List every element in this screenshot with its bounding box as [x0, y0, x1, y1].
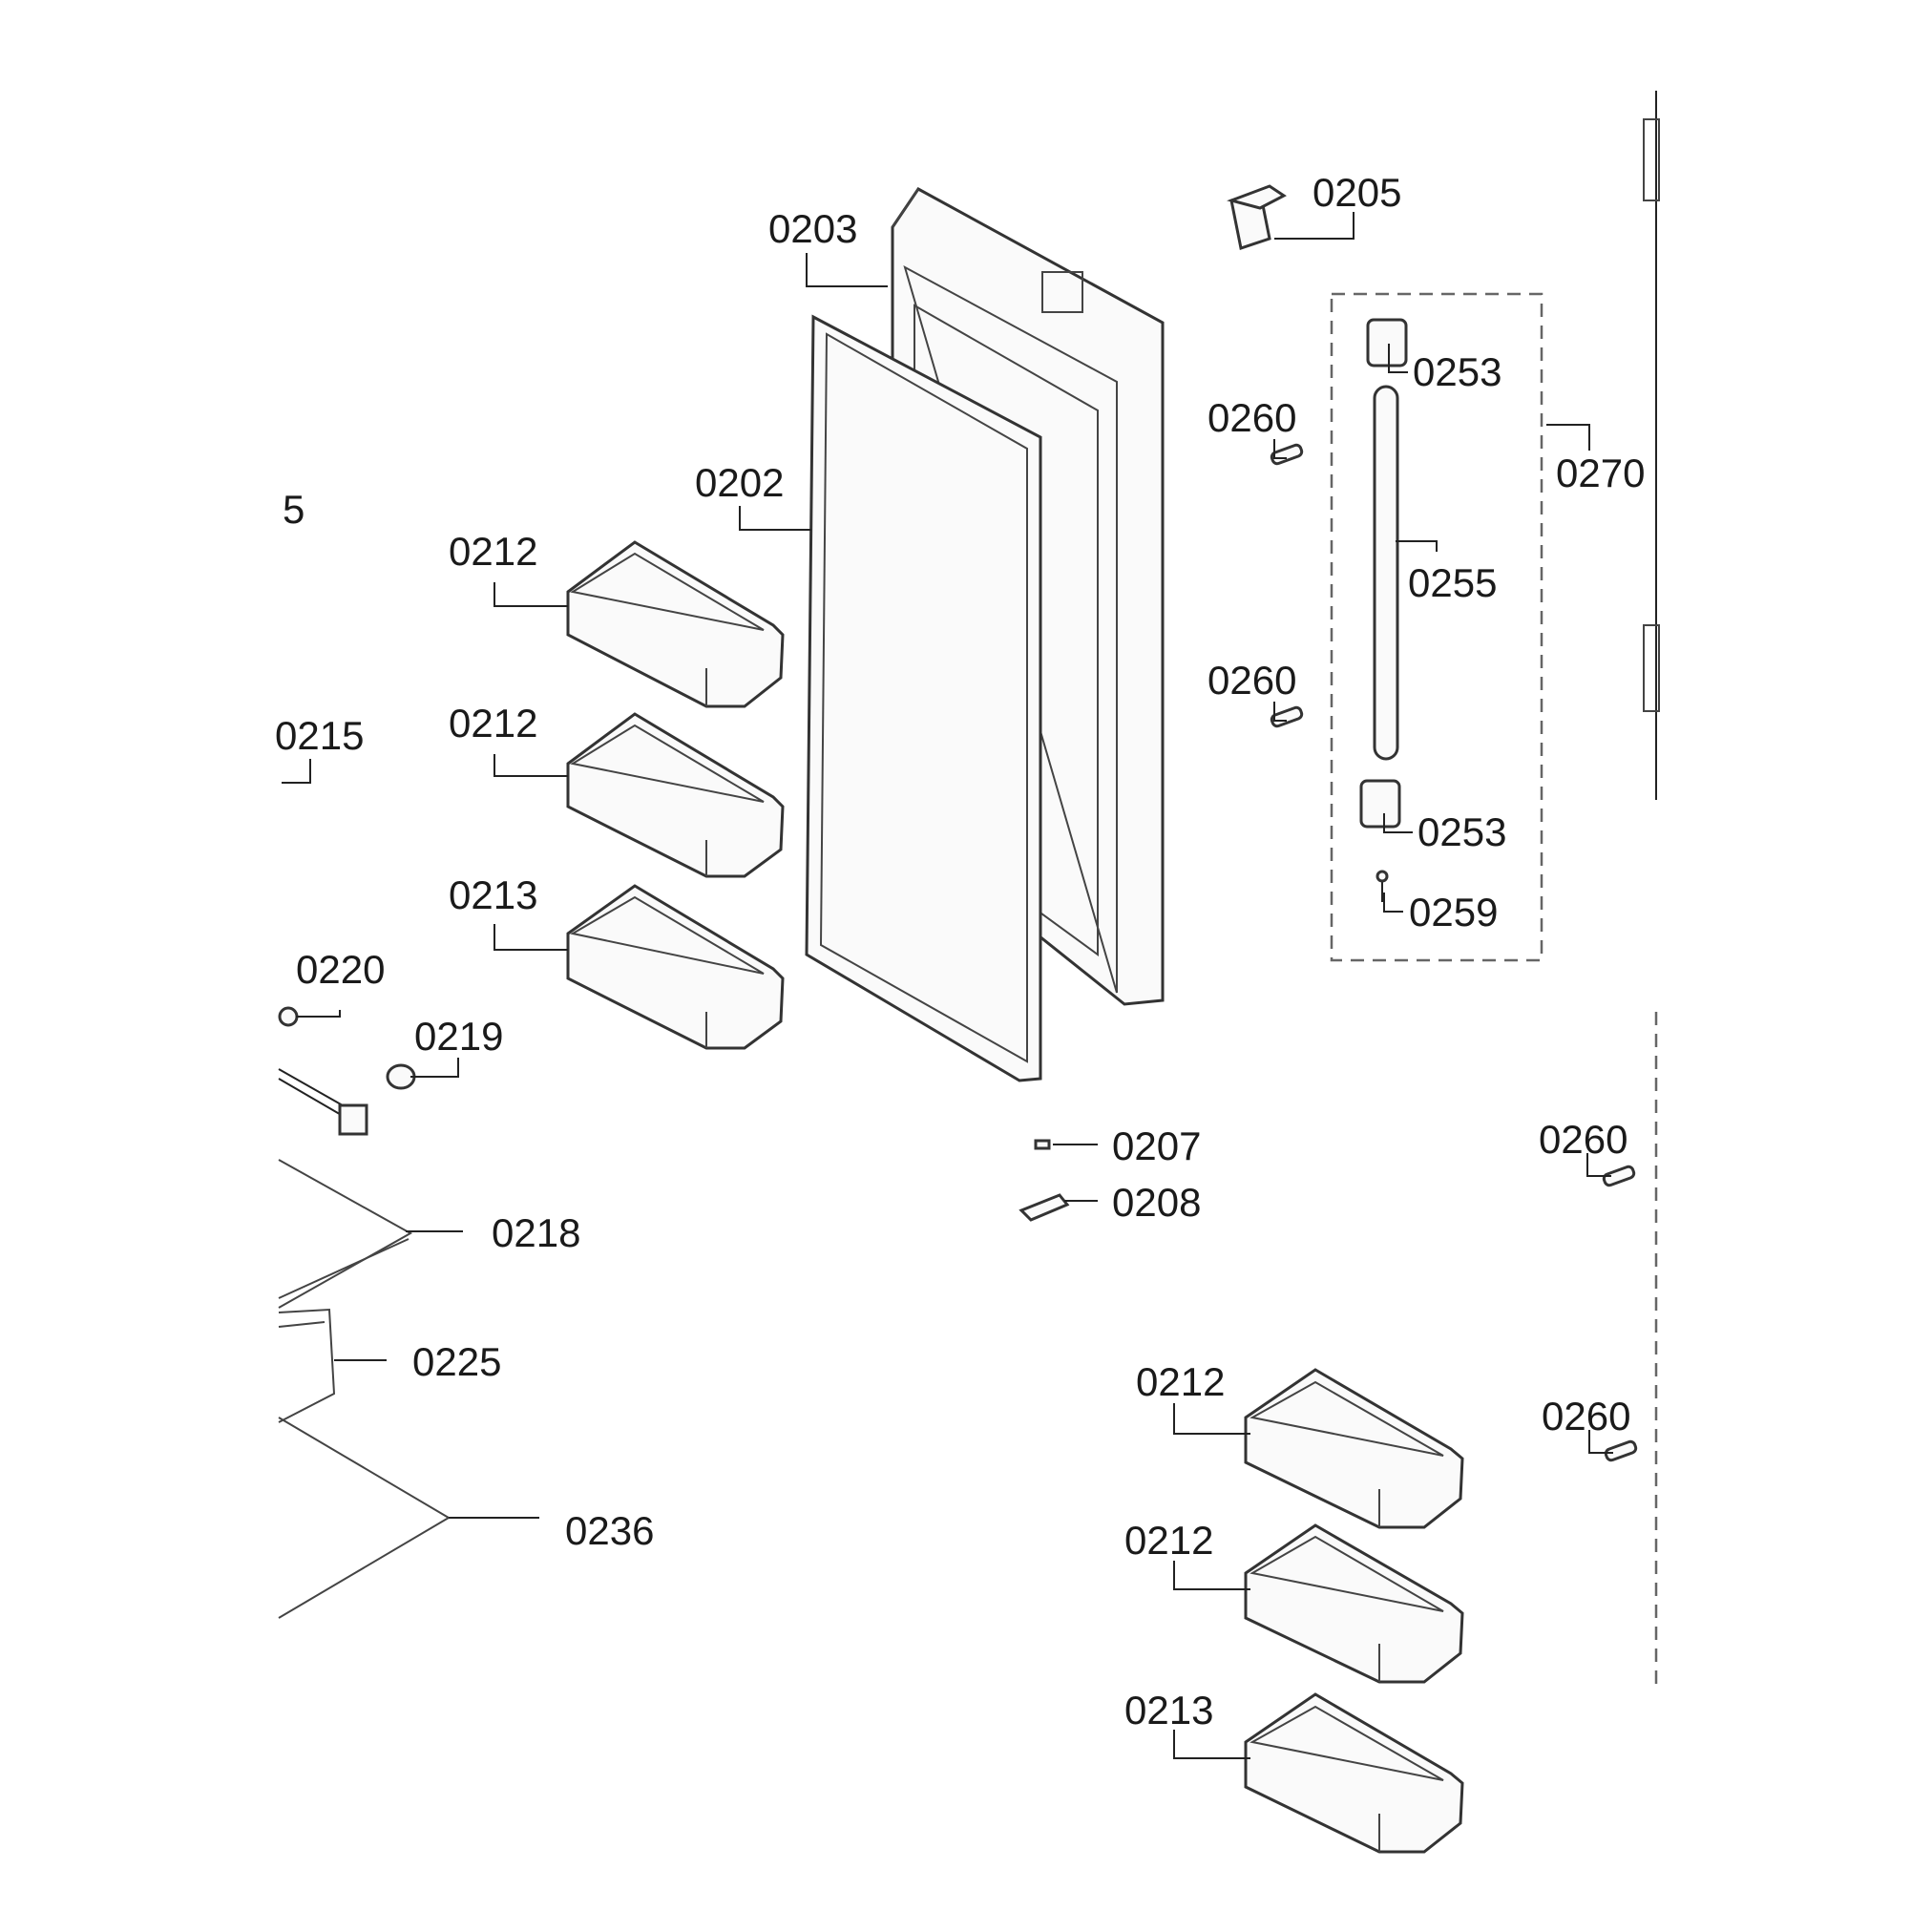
sensor-part-0207	[1034, 1139, 1051, 1150]
label-0215: 0215	[275, 713, 364, 758]
label-0220: 0220	[296, 947, 385, 992]
label-5: 5	[283, 487, 304, 532]
roller-part-0219	[386, 1063, 416, 1090]
pin-part-b	[1270, 705, 1304, 728]
label-0270: 0270	[1556, 451, 1645, 495]
label-0212-c: 0212	[1136, 1359, 1225, 1404]
door-bin-left-3	[566, 884, 785, 1050]
label-0207: 0207	[1112, 1124, 1201, 1168]
pin-part-c	[1602, 1165, 1636, 1187]
door-bin-left-2	[566, 712, 785, 878]
rail-part	[278, 1068, 368, 1136]
handle-cap-top-part	[1366, 318, 1408, 368]
label-0236: 0236	[565, 1508, 654, 1553]
door-bin-right-3	[1244, 1692, 1464, 1854]
hinge-cover-part	[1227, 184, 1287, 250]
label-0225: 0225	[412, 1339, 501, 1384]
clip-part-0220	[278, 1006, 299, 1027]
label-0203: 0203	[768, 206, 857, 251]
leader-lines	[282, 212, 1613, 1759]
label-0260-a: 0260	[1208, 395, 1296, 440]
label-0213-b: 0213	[1124, 1688, 1213, 1732]
label-0260-b: 0260	[1208, 658, 1296, 703]
door-bin-right-2	[1244, 1523, 1464, 1684]
label-0202: 0202	[695, 460, 784, 505]
door-gasket-part	[805, 314, 1042, 1082]
label-0260-d: 0260	[1542, 1394, 1630, 1438]
clip-part-0208	[1018, 1193, 1070, 1222]
label-0213-a: 0213	[449, 872, 537, 917]
label-0212-b: 0212	[449, 701, 537, 746]
label-0218: 0218	[492, 1210, 580, 1255]
handle-bar-part	[1373, 385, 1399, 761]
label-0219: 0219	[414, 1014, 503, 1059]
drawer-part	[278, 1308, 336, 1423]
label-0260-c: 0260	[1539, 1117, 1628, 1162]
label-0208: 0208	[1112, 1180, 1201, 1225]
screw-part	[1376, 870, 1389, 902]
label-0259: 0259	[1409, 890, 1498, 934]
door-bin-right-1	[1244, 1368, 1464, 1529]
cover-plate-part	[278, 1417, 451, 1619]
cabinet-edge	[1643, 91, 1660, 1688]
pin-part-a	[1270, 443, 1304, 466]
glass-shelf-part	[278, 1159, 413, 1309]
label-0205: 0205	[1312, 170, 1401, 215]
pin-part-d	[1604, 1439, 1638, 1462]
label-0255: 0255	[1408, 560, 1497, 605]
handle-cap-bottom-part	[1359, 779, 1401, 829]
label-0253-bottom: 0253	[1418, 809, 1506, 854]
door-bin-left-1	[566, 540, 785, 708]
label-0212-a: 0212	[449, 529, 537, 574]
label-0212-d: 0212	[1124, 1518, 1213, 1563]
label-0253-top: 0253	[1413, 349, 1502, 394]
